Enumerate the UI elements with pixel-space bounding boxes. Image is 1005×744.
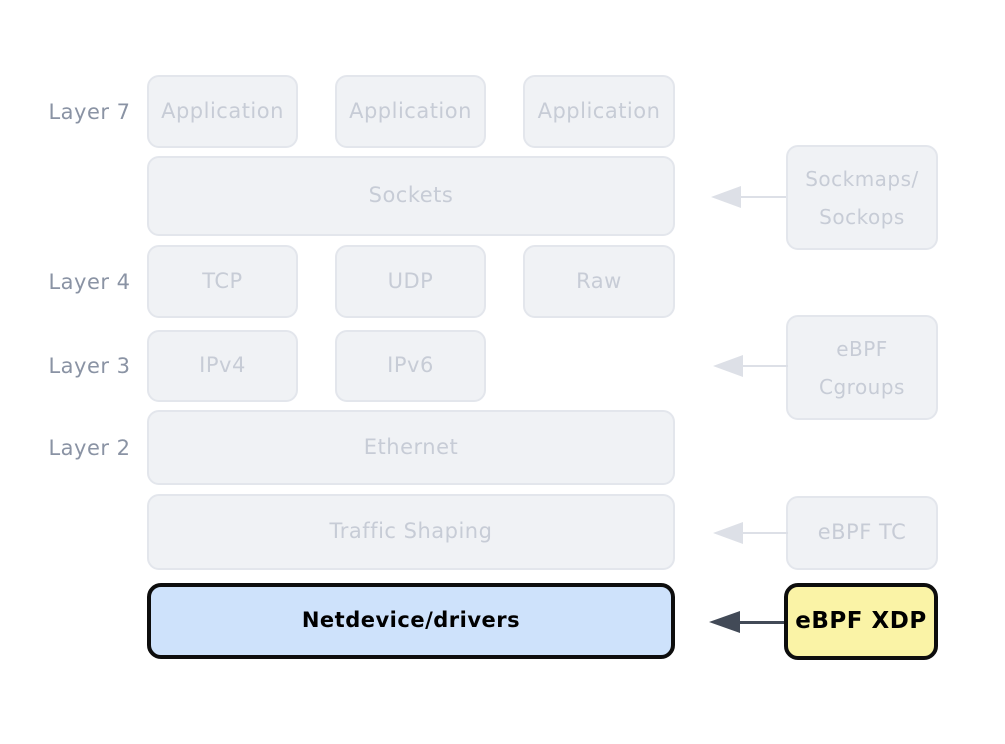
box-application-1: Application [147,75,298,148]
box-tcp-label: TCP [202,268,243,293]
box-sockets-label: Sockets [368,183,454,208]
box-ipv6-label: IPv6 [387,353,434,378]
box-sockmaps-sockops: Sockmaps/ Sockops [786,145,938,250]
arrow-shaft [741,532,788,534]
box-ebpf-tc-label: eBPF TC [817,520,907,545]
box-ipv4-label: IPv4 [199,353,246,378]
arrowhead-left-icon [711,186,741,208]
layer-label-4: Layer 4 [48,270,131,294]
box-sockets: Sockets [147,156,675,236]
box-raw-label: Raw [576,268,622,293]
box-ebpf-tc: eBPF TC [786,496,938,570]
box-sockmaps-line1: Sockmaps/ [805,166,919,191]
layer-label-7: Layer 7 [48,100,131,124]
box-sockmaps-line2: Sockops [819,204,905,229]
box-ebpf-xdp-label: eBPF XDP [795,607,927,634]
box-ebpf-cgroups: eBPF Cgroups [786,315,938,420]
box-netdevice-drivers-label: Netdevice/drivers [301,608,521,633]
arrow-shaft [738,621,784,624]
box-traffic-shaping: Traffic Shaping [147,494,675,570]
box-application-3-label: Application [537,98,661,123]
box-ethernet: Ethernet [147,410,675,485]
box-udp: UDP [335,245,486,318]
box-application-2: Application [335,75,486,148]
box-ipv4: IPv4 [147,330,298,402]
box-application-3: Application [523,75,675,148]
box-tcp: TCP [147,245,298,318]
arrowhead-left-icon [713,355,743,377]
box-ebpf-xdp: eBPF XDP [784,583,938,660]
arrowhead-left-icon [713,522,743,544]
arrowhead-left-icon [709,611,740,633]
box-ipv6: IPv6 [335,330,486,402]
box-application-2-label: Application [349,98,472,123]
layer-label-2: Layer 2 [48,436,131,460]
box-netdevice-drivers: Netdevice/drivers [147,583,675,659]
box-traffic-shaping-label: Traffic Shaping [329,519,493,544]
arrow-shaft [741,365,788,367]
layer-label-3: Layer 3 [48,354,131,378]
box-ebpf-cgroups-line2: Cgroups [819,374,905,399]
box-raw: Raw [523,245,675,318]
box-ethernet-label: Ethernet [363,434,459,459]
arrow-shaft [739,196,786,198]
box-application-1-label: Application [161,98,284,123]
box-udp-label: UDP [387,268,434,293]
box-ebpf-cgroups-line1: eBPF [836,336,888,361]
